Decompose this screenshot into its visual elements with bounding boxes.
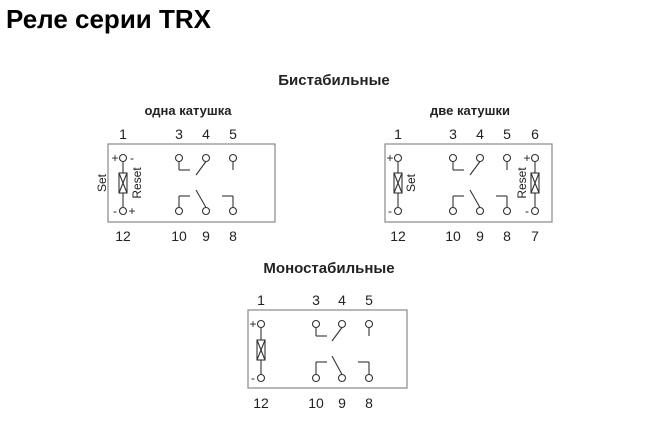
pin-label: 4 <box>338 292 346 308</box>
subtitle-one-coil: одна катушка <box>145 103 233 118</box>
pin-label: 1 <box>257 292 265 308</box>
terminal-1 <box>256 319 266 329</box>
subtitle-two-coils: две катушки <box>430 103 510 118</box>
coil-label-set: Set <box>95 173 109 192</box>
pin-label: 10 <box>445 228 461 244</box>
pin-label: 1 <box>394 126 402 142</box>
polarity-plus: + <box>111 151 118 165</box>
coil <box>118 153 128 216</box>
contact-set-upper <box>311 319 374 342</box>
pin-label: 9 <box>476 228 484 244</box>
relay-body <box>107 143 276 223</box>
pin-label: 10 <box>171 228 187 244</box>
pin-label: 1 <box>119 126 127 142</box>
pin-label: 12 <box>390 228 406 244</box>
terminal-12 <box>393 206 403 216</box>
coil-label-reset: Reset <box>130 167 144 199</box>
polarity-minus: - <box>525 204 529 218</box>
terminal-7 <box>530 206 540 216</box>
relay-body <box>247 309 408 389</box>
pin-label: 5 <box>229 126 237 142</box>
contact-set-upper <box>174 153 238 176</box>
section-title-monostable: Моностабильные <box>263 260 394 277</box>
pin-label: 9 <box>338 395 346 411</box>
relay-monostable: 1 3 4 5 12 10 9 8 + - <box>247 292 408 411</box>
relay-bistable-two-coils: 1 3 4 5 6 12 10 9 8 7 + - Set <box>384 126 553 244</box>
polarity-minus: - <box>113 204 117 218</box>
coil-label-reset: Reset <box>515 167 529 199</box>
polarity-minus: - <box>388 204 392 218</box>
polarity-plus: + <box>386 151 393 165</box>
coil-label-set: Set <box>404 173 418 192</box>
pin-label: 5 <box>503 126 511 142</box>
pin-label: 4 <box>202 126 210 142</box>
polarity-plus: + <box>523 151 530 165</box>
contact-set-lower <box>448 189 512 216</box>
coil-set <box>393 153 403 216</box>
pin-label: 3 <box>175 126 183 142</box>
page-title: Реле серии TRX <box>6 4 212 34</box>
contact-set-lower <box>311 355 374 383</box>
relay-body <box>384 143 553 223</box>
terminal-1 <box>393 153 403 163</box>
pin-label: 3 <box>312 292 320 308</box>
terminal-12 <box>256 373 266 383</box>
contact-set-lower <box>174 189 238 216</box>
section-title-bistable: Бистабильные <box>278 72 389 89</box>
polarity-plus: + <box>249 317 256 331</box>
pin-label: 3 <box>449 126 457 142</box>
relay-bistable-one-coil: 1 3 4 5 12 10 9 8 + - - + Set Reset <box>95 126 276 244</box>
polarity-minus: - <box>130 151 134 165</box>
pin-label: 8 <box>365 395 373 411</box>
polarity-minus: - <box>251 371 255 385</box>
pin-label: 8 <box>503 228 511 244</box>
pin-label: 6 <box>531 126 539 142</box>
coil <box>256 319 266 383</box>
coil-reset <box>530 153 540 216</box>
contact-set-upper <box>448 153 512 176</box>
pin-label: 4 <box>476 126 484 142</box>
pin-label: 8 <box>229 228 237 244</box>
pin-label: 9 <box>202 228 210 244</box>
pin-label: 12 <box>253 395 269 411</box>
terminal-6 <box>530 153 540 163</box>
pin-label: 7 <box>531 228 539 244</box>
pin-label: 12 <box>115 228 131 244</box>
pin-label: 5 <box>365 292 373 308</box>
pin-label: 10 <box>308 395 324 411</box>
terminal-1 <box>118 153 128 163</box>
polarity-plus: + <box>128 204 135 218</box>
terminal-12 <box>118 206 128 216</box>
